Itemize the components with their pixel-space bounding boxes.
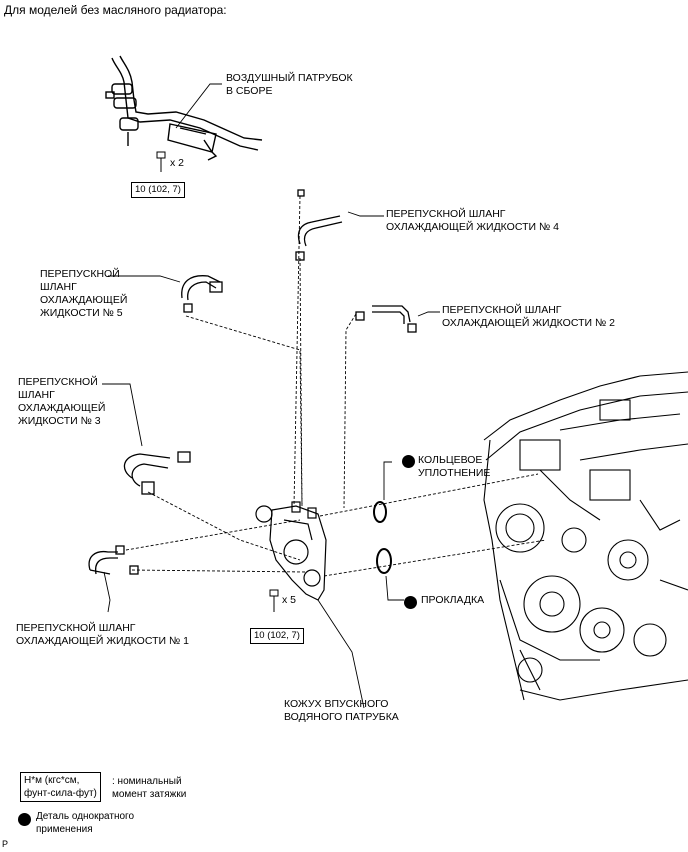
- bypass-hose-3-drawing: [123, 451, 191, 495]
- label-hose-5: ПЕРЕПУСКНОЙ ШЛАНГ ОХЛАЖДАЮЩЕЙ ЖИДКОСТИ №…: [40, 268, 128, 319]
- page-heading: Для моделей без масляного радиатора:: [4, 3, 227, 17]
- water-inlet-housing-drawing: [255, 501, 327, 601]
- label-air-pipe: ВОЗДУШНЫЙ ПАТРУБОК В СБОРЕ: [226, 72, 353, 97]
- label-hose-1: ПЕРЕПУСКНОЙ ШЛАНГ ОХЛАЖДАЮЩЕЙ ЖИДКОСТИ №…: [16, 622, 189, 647]
- non-reusable-mark-oring: [402, 455, 415, 468]
- bypass-hose-5-drawing: [181, 275, 223, 313]
- torque-box-mid: 10 (102, 7): [250, 628, 304, 644]
- torque-box-top: 10 (102, 7): [131, 182, 185, 198]
- bolt-mid: [269, 589, 279, 612]
- legend-torque-desc: : номинальный момент затяжки: [112, 776, 187, 800]
- legend-torque-units: Н*м (кгс*см, фунт-сила-фут): [20, 772, 101, 802]
- footer-code: P: [2, 839, 9, 849]
- qty-top: x 2: [170, 157, 185, 169]
- label-housing: КОЖУХ ВПУСКНОГО ВОДЯНОГО ПАТРУБКА: [284, 698, 399, 723]
- engine-drawing: [483, 371, 688, 701]
- bypass-hose-4-drawing: [295, 189, 343, 261]
- o-ring-drawing: [373, 501, 387, 523]
- label-hose-3: ПЕРЕПУСКНОЙ ШЛАНГ ОХЛАЖДАЮЩЕЙ ЖИДКОСТИ №…: [18, 376, 106, 427]
- label-gasket: ПРОКЛАДКА: [421, 594, 485, 606]
- label-o-ring: КОЛЬЦЕВОЕ УПЛОТНЕНИЕ: [418, 454, 491, 479]
- qty-mid: x 5: [282, 594, 297, 606]
- legend-non-reusable-desc: Деталь однократного применения: [36, 811, 135, 835]
- bolt-top: [156, 151, 166, 172]
- label-hose-2: ПЕРЕПУСКНОЙ ШЛАНГ ОХЛАЖДАЮЩЕЙ ЖИДКОСТИ №…: [442, 304, 615, 329]
- legend-non-reusable-dot: [18, 813, 31, 826]
- air-pipe-assembly-drawing: [105, 55, 263, 161]
- label-hose-4: ПЕРЕПУСКНОЙ ШЛАНГ ОХЛАЖДАЮЩЕЙ ЖИДКОСТИ №…: [386, 208, 559, 233]
- leader-lines: [102, 83, 440, 709]
- gasket-drawing: [376, 548, 392, 574]
- bypass-hose-2-drawing: [355, 305, 417, 333]
- bypass-hose-1-drawing: [88, 545, 139, 575]
- non-reusable-mark-gasket: [404, 596, 417, 609]
- assembly-dashed-lines: [125, 195, 547, 577]
